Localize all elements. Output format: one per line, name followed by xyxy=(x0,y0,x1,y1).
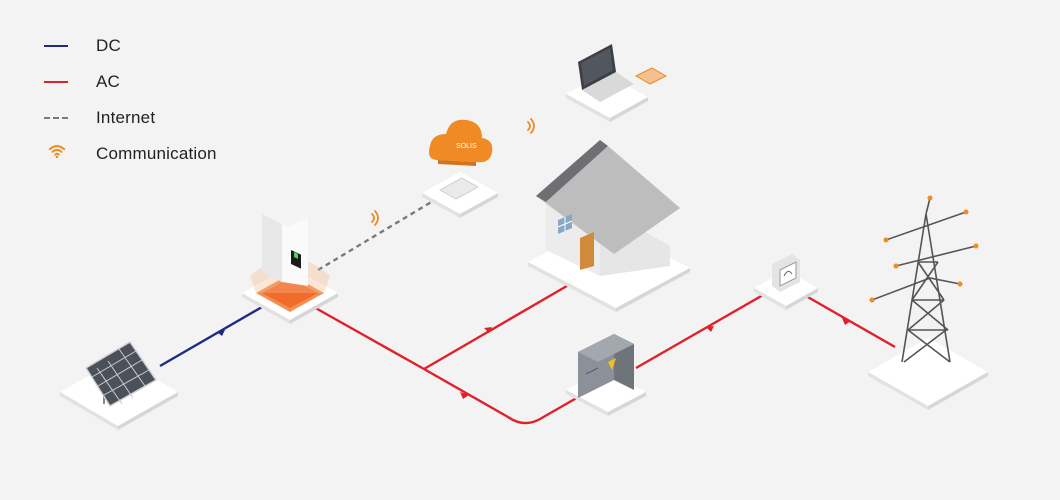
wifi-signals xyxy=(371,118,535,226)
distribution-box-icon xyxy=(566,334,646,416)
legend-item-communication: Communication xyxy=(44,138,284,174)
router-icon xyxy=(422,172,498,218)
ac-wire-box-meter xyxy=(635,289,771,370)
dc-wire xyxy=(159,305,263,368)
legend-item-ac: AC xyxy=(44,66,284,102)
house-icon xyxy=(528,140,690,312)
inverter-icon xyxy=(242,204,338,324)
dc-flow-arrow xyxy=(217,330,225,336)
wifi-icon xyxy=(48,145,66,159)
wifi-icon xyxy=(371,210,379,226)
legend-label-communication: Communication xyxy=(96,144,217,163)
ac-wire-meter-pylon xyxy=(805,294,896,349)
legend: DC AC Internet Communication xyxy=(44,30,284,174)
ac-wire-bottom xyxy=(423,367,581,425)
dc-line-swatch xyxy=(44,45,68,47)
legend-item-internet: Internet xyxy=(44,102,284,138)
meter-icon xyxy=(754,254,818,310)
internet-wire xyxy=(317,196,439,272)
transmission-tower-icon xyxy=(868,195,988,410)
legend-label-ac: AC xyxy=(96,72,121,91)
phone-icon xyxy=(634,67,668,85)
legend-label-dc: DC xyxy=(96,36,121,55)
legend-label-internet: Internet xyxy=(96,108,156,127)
ac-wire-inverter xyxy=(311,304,425,371)
ac-flow-arrows xyxy=(460,318,851,399)
solar-panel-icon xyxy=(60,340,178,430)
ac-wire-house xyxy=(423,281,573,371)
internet-dashed-swatch xyxy=(44,117,68,119)
ac-wires xyxy=(311,281,896,425)
laptop-icon xyxy=(566,44,648,122)
legend-item-dc: DC xyxy=(44,30,284,66)
cloud-logo-text: SOLIS xyxy=(456,143,477,150)
wifi-icon xyxy=(527,118,535,134)
cloud-icon: SOLIS xyxy=(429,119,493,166)
ac-line-swatch xyxy=(44,81,68,83)
